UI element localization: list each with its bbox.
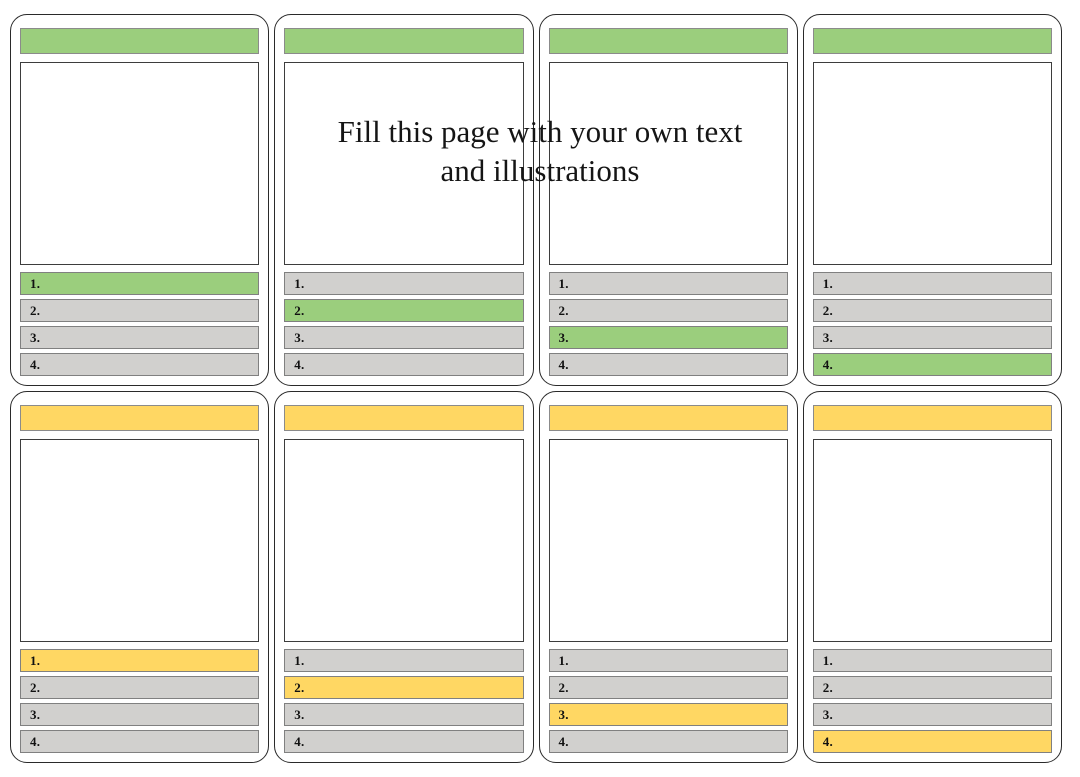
list-item-1: 1.	[284, 272, 524, 295]
list-item-number: 2.	[30, 302, 41, 318]
list-item-3: 3.	[548, 326, 788, 349]
list-item-number: 2.	[558, 302, 569, 318]
list-item-number: 1.	[30, 652, 41, 668]
list-item-number: 3.	[822, 706, 834, 722]
list-item-number: 2.	[822, 302, 834, 318]
list-item-4: 4.	[548, 353, 788, 376]
list-item-number: 3.	[822, 329, 834, 345]
card-5: 1. 2. 3. 4.	[10, 391, 270, 763]
card-image-placeholder	[812, 62, 1052, 265]
card-title-bar	[20, 405, 260, 431]
list-item-number: 2.	[294, 302, 305, 318]
list-item-3: 3.	[548, 703, 788, 726]
card-list: 1. 2. 3. 4.	[20, 649, 260, 753]
list-item-number: 1.	[822, 652, 834, 668]
card-list: 1. 2. 3. 4.	[812, 272, 1052, 376]
list-item-number: 2.	[822, 679, 834, 695]
list-item-number: 2.	[294, 679, 305, 695]
list-item-1: 1.	[812, 272, 1052, 295]
list-item-number: 4.	[558, 356, 569, 372]
card-list: 1. 2. 3. 4.	[284, 649, 524, 753]
list-item-4: 4.	[20, 353, 260, 376]
list-item-2: 2.	[20, 676, 260, 699]
list-item-1: 1.	[812, 649, 1052, 672]
list-item-number: 3.	[558, 329, 569, 345]
card-6: 1. 2. 3. 4.	[274, 391, 534, 763]
list-item-2: 2.	[812, 299, 1052, 322]
list-item-number: 1.	[558, 652, 569, 668]
card-image-placeholder	[20, 439, 260, 642]
list-item-1: 1.	[284, 649, 524, 672]
list-item-number: 4.	[294, 356, 305, 372]
list-item-number: 3.	[294, 329, 305, 345]
card-title-bar	[812, 405, 1052, 431]
list-item-1: 1.	[548, 272, 788, 295]
list-item-2: 2.	[20, 299, 260, 322]
list-item-3: 3.	[284, 703, 524, 726]
card-1: 1. 2. 3. 4.	[10, 14, 270, 386]
card-image-placeholder	[812, 439, 1052, 642]
card-3: 1. 2. 3. 4.	[538, 14, 798, 386]
list-item-number: 1.	[30, 275, 41, 291]
list-item-number: 1.	[294, 652, 305, 668]
list-item-2: 2.	[284, 299, 524, 322]
card-title-bar	[20, 28, 260, 54]
card-list: 1. 2. 3. 4.	[548, 649, 788, 753]
list-item-number: 4.	[30, 733, 41, 749]
card-image-placeholder	[284, 62, 524, 265]
card-list: 1. 2. 3. 4.	[812, 649, 1052, 753]
list-item-number: 3.	[294, 706, 305, 722]
list-item-number: 1.	[558, 275, 569, 291]
card-title-bar	[284, 405, 524, 431]
list-item-4: 4.	[812, 730, 1052, 753]
list-item-1: 1.	[20, 649, 260, 672]
list-item-number: 4.	[822, 356, 834, 372]
card-8: 1. 2. 3. 4.	[802, 391, 1062, 763]
card-list: 1. 2. 3. 4.	[284, 272, 524, 376]
card-image-placeholder	[284, 439, 524, 642]
list-item-4: 4.	[20, 730, 260, 753]
list-item-number: 3.	[558, 706, 569, 722]
list-item-3: 3.	[812, 703, 1052, 726]
card-list: 1. 2. 3. 4.	[548, 272, 788, 376]
list-item-1: 1.	[548, 649, 788, 672]
card-image-placeholder	[20, 62, 260, 265]
card-list: 1. 2. 3. 4.	[20, 272, 260, 376]
list-item-4: 4.	[284, 353, 524, 376]
list-item-2: 2.	[284, 676, 524, 699]
list-item-2: 2.	[812, 676, 1052, 699]
list-item-3: 3.	[284, 326, 524, 349]
card-title-bar	[812, 28, 1052, 54]
list-item-number: 4.	[294, 733, 305, 749]
list-item-2: 2.	[548, 299, 788, 322]
card-title-bar	[548, 28, 788, 54]
card-7: 1. 2. 3. 4.	[538, 391, 798, 763]
list-item-number: 3.	[30, 329, 41, 345]
card-grid: 1. 2. 3. 4. 1. 2. 3. 4. 1. 2. 3. 4	[10, 14, 1062, 763]
list-item-1: 1.	[20, 272, 260, 295]
list-item-number: 4.	[558, 733, 569, 749]
list-item-number: 2.	[558, 679, 569, 695]
list-item-3: 3.	[812, 326, 1052, 349]
card-image-placeholder	[548, 439, 788, 642]
card-2: 1. 2. 3. 4.	[274, 14, 534, 386]
list-item-number: 2.	[30, 679, 41, 695]
list-item-3: 3.	[20, 326, 260, 349]
list-item-number: 1.	[294, 275, 305, 291]
list-item-4: 4.	[284, 730, 524, 753]
card-image-placeholder	[548, 62, 788, 265]
list-item-2: 2.	[548, 676, 788, 699]
card-4: 1. 2. 3. 4.	[802, 14, 1062, 386]
list-item-number: 4.	[30, 356, 41, 372]
card-title-bar	[548, 405, 788, 431]
list-item-number: 3.	[30, 706, 41, 722]
list-item-number: 4.	[822, 733, 834, 749]
list-item-4: 4.	[548, 730, 788, 753]
list-item-number: 1.	[822, 275, 834, 291]
list-item-4: 4.	[812, 353, 1052, 376]
card-title-bar	[284, 28, 524, 54]
list-item-3: 3.	[20, 703, 260, 726]
